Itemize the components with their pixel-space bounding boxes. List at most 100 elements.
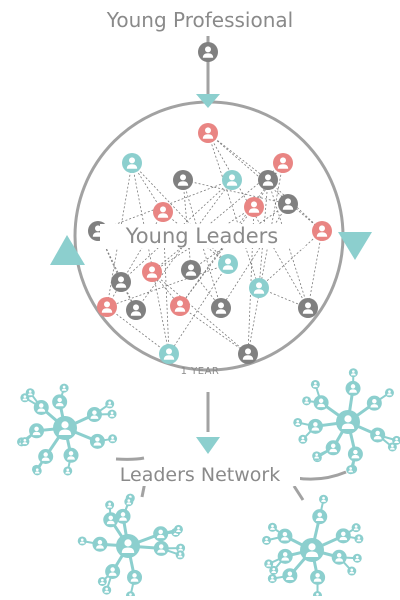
person-head [316,593,319,596]
person-icon [64,448,79,463]
person-icon [153,526,168,541]
person-icon [312,221,332,241]
person-icon [262,536,271,545]
person-icon [159,344,179,364]
person-icon [218,254,238,274]
person-icon [126,300,146,320]
person-icon [60,384,69,393]
person-icon [105,564,120,579]
person-icon [312,451,321,460]
person-head [375,431,380,436]
person-icon [87,407,102,422]
person-icon [249,278,269,298]
person-icon [181,260,201,280]
person-head [92,410,97,415]
person-head [104,301,110,307]
network-cluster [17,384,117,476]
person-head [319,399,324,404]
person-head [283,532,288,537]
network-wire [296,472,346,479]
person-icon [273,153,293,173]
person-head [66,468,69,471]
person-icon [346,465,355,474]
person-head [285,198,291,204]
person-head [319,225,325,231]
person-head [24,439,27,442]
person-icon [29,423,44,438]
person-head [225,258,231,264]
person-icon [33,466,42,475]
person-head [218,302,224,308]
person-head [315,453,318,456]
person-icon [176,550,185,559]
person-icon [348,447,363,462]
person-icon [312,509,327,524]
person-icon [198,42,218,62]
person-head [271,525,274,528]
person-head [358,536,361,539]
person-icon [78,536,87,545]
person-icon [277,529,292,544]
person-icon [238,344,258,364]
person-head [132,573,137,578]
person-head [391,444,394,447]
person-icon [298,435,307,444]
person-head [251,201,257,207]
person-icon [211,298,231,318]
person-icon [314,395,329,410]
person-icon [198,123,218,143]
person-icon [347,567,356,576]
person-head [337,553,342,558]
person-icon [310,570,325,585]
person-head [121,512,126,517]
connection-line [308,231,322,308]
person-icon [298,298,318,318]
person-head [267,561,270,564]
person-icon [127,570,142,585]
person-icon [105,399,114,408]
person-head [108,401,111,404]
person-head [351,384,356,389]
person-head [245,348,251,354]
person-head [349,467,352,470]
person-head [57,398,62,403]
person-head [205,127,211,133]
person-head [256,282,262,288]
person-head [133,304,139,310]
person-head [305,398,308,401]
person-icon [326,440,341,455]
person-icon [63,466,72,475]
person-icon [293,418,302,427]
person-head [341,532,346,537]
person-head [188,264,194,270]
person-head [352,370,355,373]
person-head [395,438,398,441]
person-icon [319,495,328,504]
person-icon [20,393,29,402]
person-head [355,525,358,528]
diagram-title: Young Professional [60,8,340,32]
person-head [69,451,74,456]
network-cluster [293,368,400,474]
person-head [350,569,353,572]
person-head [111,412,114,415]
person-head [118,276,124,282]
person-icon [174,525,183,534]
person-icon [269,566,278,575]
person-icon [108,434,117,443]
person-icon [102,586,111,595]
person-head [177,300,183,306]
person-head [177,527,180,530]
person-icon [98,577,107,586]
person-icon [124,497,133,506]
person-head [283,552,288,557]
person-icon [302,396,311,405]
person-icon [111,272,131,292]
young-leaders-label: Young Leaders [100,224,304,248]
person-head [388,390,391,393]
person-icon [313,591,322,596]
person-head [149,266,155,272]
person-icon [346,381,361,396]
